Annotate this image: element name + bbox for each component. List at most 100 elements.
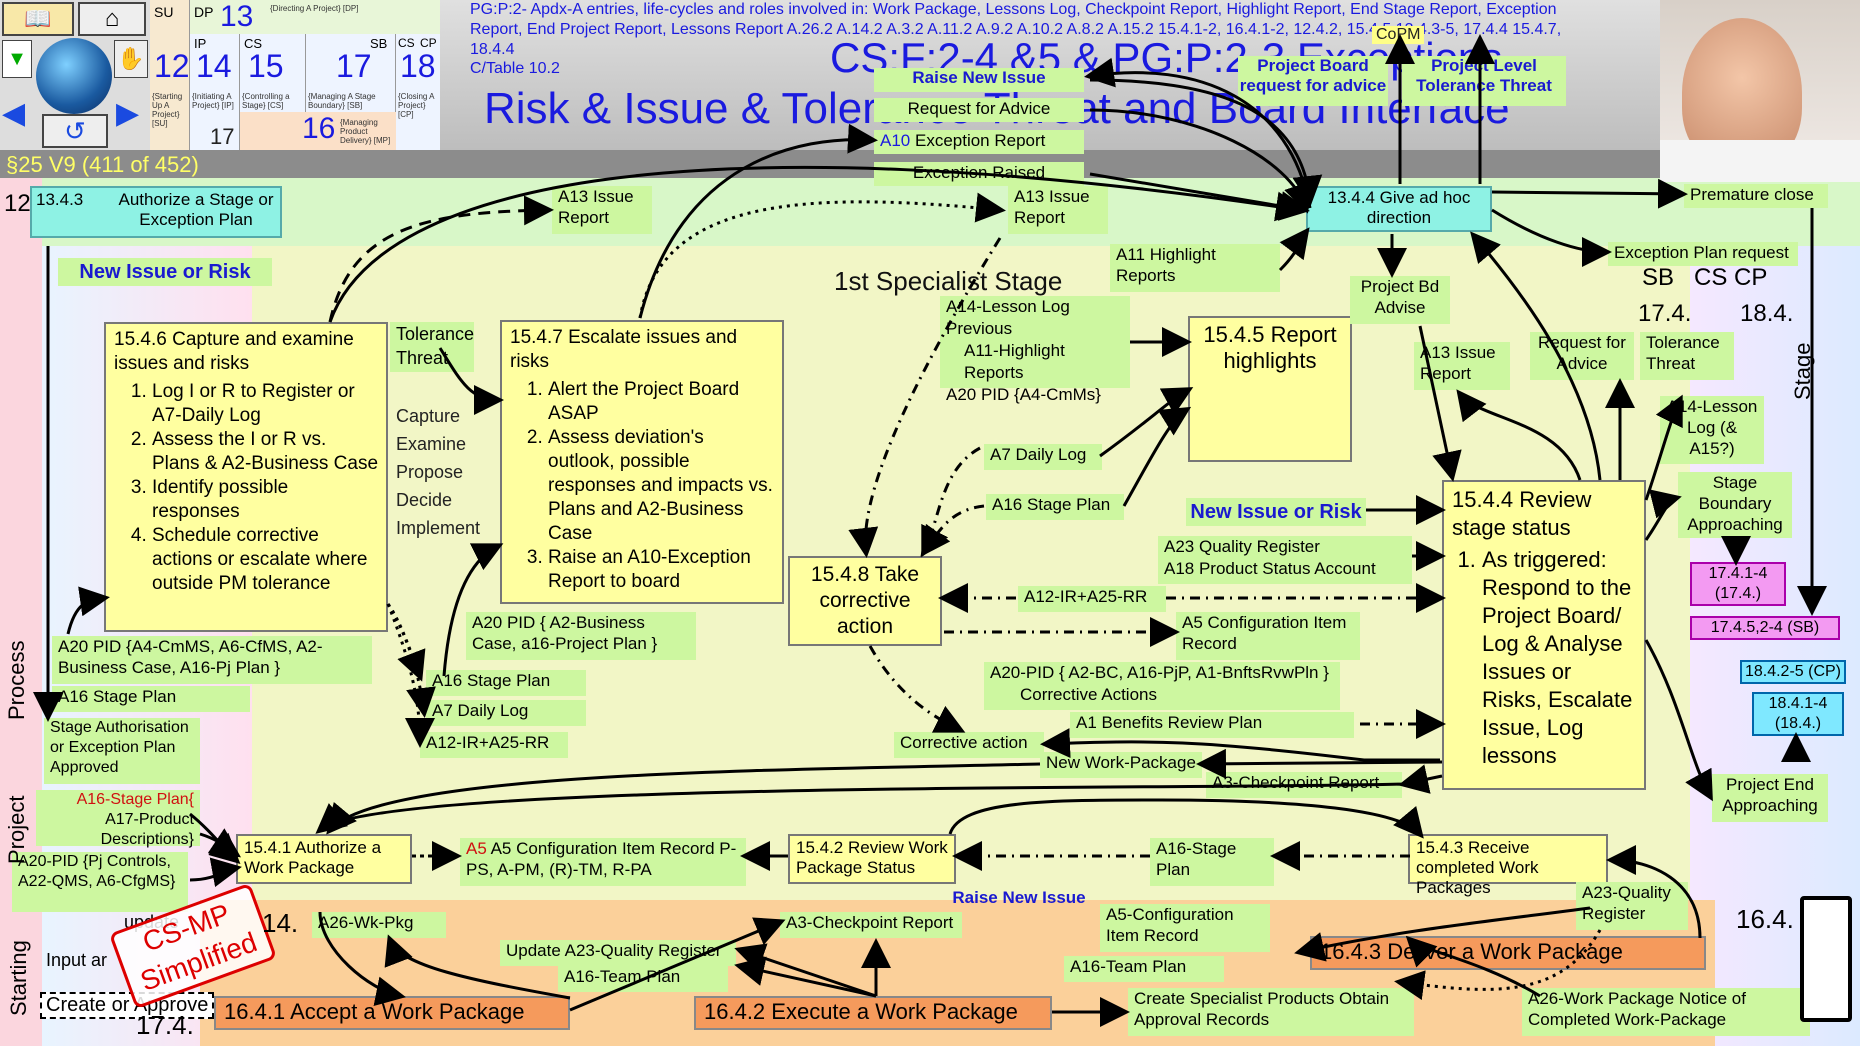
home-icon[interactable]: ⌂ (78, 2, 146, 36)
a11-highlight-text: A11-Highlight Reports (964, 341, 1065, 382)
nav-sb-label: SB (370, 36, 388, 51)
box-1344-give-direction[interactable]: 13.4.4 Give ad hoc direction (1306, 186, 1492, 232)
a12-ir-rr-mid: A12-IR+A25-RR (1018, 586, 1166, 612)
a5-config-item-record: A5 Configuration Item Record (1176, 612, 1360, 660)
a20-pid-left-mid: A20 PID {A4-CmMS, A6-CfMS, A2-Business C… (52, 636, 372, 684)
num-14: 14. (262, 908, 299, 938)
nav-ip[interactable]: IP 14 {Initiating A Project} [IP] (190, 34, 240, 150)
box-1541-authorize-wp[interactable]: 15.4.1 Authorize a Work Package (236, 834, 412, 884)
input-label: Input ar (46, 950, 108, 970)
nav-cp[interactable]: CS CP 18 {Closing A Project} [CP] (396, 34, 440, 150)
corrective-actions-text: Corrective Actions (1020, 685, 1157, 704)
return-icon[interactable]: ↺ (42, 114, 108, 148)
cepdi-decide: Decide (396, 490, 453, 510)
stage-authorisation: Stage Authorisation or Exception Plan Ap… (44, 718, 200, 784)
left-pink-column (0, 178, 42, 1046)
back-arrow-icon[interactable]: ◀ (2, 97, 26, 130)
nav-su-label: SU (154, 4, 174, 20)
exception-raised: Exception Raised (874, 162, 1084, 186)
vertical-stage: Stage (1790, 342, 1815, 401)
globe-icon[interactable] (36, 38, 112, 114)
raise-new-issue-bottom: Raise New Issue (952, 888, 1086, 907)
a10-code: A10 (880, 131, 911, 150)
box-1547-title: 15.4.7 Escalate issues and risks (510, 327, 738, 372)
tolerance-threat-right: Tolerance Threat (1640, 332, 1734, 380)
nav-su-number: 12 (154, 48, 190, 84)
table-ref: C/Table 10.2 (470, 60, 560, 77)
num-184: 18.4. (1740, 300, 1794, 327)
a16-stage-plan-bottom: A16-Stage Plan (1150, 838, 1274, 886)
authorize-stage-box[interactable]: 13.4.3 Authorize a Stage or Exception Pl… (30, 186, 282, 238)
nav-mp-number: 16 (302, 112, 336, 145)
a5-cir-bottom: A5 A5 Configuration Item Record P-PS, A-… (460, 838, 746, 886)
a20-pid-cm-text: A20 PID {A4-CmMs} (946, 385, 1101, 404)
a1-benefits-review: A1 Benefits Review Plan (1070, 712, 1354, 738)
gate-icon (1800, 896, 1852, 1022)
box-1546-capture-examine[interactable]: 15.4.6 Capture and examine issues and ri… (104, 322, 388, 632)
nav-cs-label: CS (244, 36, 263, 51)
a13-issue-report-3: A13 Issue Report (1414, 342, 1510, 390)
nav-ip-label: IP (194, 36, 207, 51)
box-1545-report-highlights[interactable]: 15.4.5 Report highlights (1188, 316, 1352, 462)
vertical-starting: Starting (6, 940, 31, 1016)
a7-daily-log: A7 Daily Log (984, 444, 1102, 470)
new-issue-or-risk-left: New Issue or Risk (58, 258, 272, 286)
box-1841[interactable]: 18.4.1-4 (18.4.) (1752, 692, 1844, 736)
stage-boundary-approaching: Stage Boundary Approaching (1678, 472, 1792, 538)
box-1547-escalate[interactable]: 15.4.7 Escalate issues and risks Alert t… (500, 320, 784, 604)
box-1544-review-stage-status[interactable]: 15.4.4 Review stage status As triggered:… (1442, 480, 1646, 790)
box-1546-item-4: Schedule corrective actions or escalate … (152, 524, 378, 596)
row-number-12: 12 (4, 190, 31, 217)
presenter-shirt (1660, 140, 1860, 182)
nav-su[interactable]: SU 12 {Starting Up A Project} [SU] (150, 0, 190, 150)
box-1643-deliver-wp[interactable]: 16.4.3 Deliver a Work Package (1310, 936, 1706, 970)
box-1745[interactable]: 17.4.5,2-4 (SB) (1690, 616, 1840, 640)
nav-cp-text: {Closing A Project} [CP] (398, 92, 435, 119)
a16-stage-plan-2: A16 Stage Plan (426, 670, 586, 696)
a3-checkpoint-mid: A3-Checkpoint Report (1206, 772, 1402, 798)
a26-wk-pkg: A26-Wk-Pkg (312, 912, 446, 938)
authorize-text: Authorize a Stage or Exception Plan (118, 190, 274, 229)
box-1543-receive-wps[interactable]: 15.4.3 Receive completed Work Packages (1408, 834, 1608, 897)
nav-dp-label: DP (194, 4, 214, 20)
cepdi-list: Capture Examine Propose Decide Implement (396, 402, 480, 542)
a23-quality-bottom: A23-Quality Register (1576, 882, 1688, 930)
box-1546-item-1: Log I or R to Register or A7-Daily Log (152, 380, 378, 428)
create-approve-label: Create or Approve (40, 992, 215, 1019)
a11-highlight-reports: A11 Highlight Reports (1110, 244, 1280, 292)
presenter-video (1660, 0, 1860, 182)
nav-mp[interactable]: 16 {Managing Product Delivery} [MP] (240, 112, 396, 150)
tolerance-threat-mid: Tolerance Threat (390, 322, 474, 372)
premature-close: Premature close (1684, 184, 1828, 208)
new-work-package-label: New Work-Package (1040, 752, 1202, 778)
box-1542-review-wp-status[interactable]: 15.4.2 Review Work Package Status (788, 834, 956, 884)
book-icon[interactable]: 📖 (2, 2, 74, 36)
box-1642-execute-wp[interactable]: 16.4.2 Execute a Work Package (694, 996, 1052, 1030)
process-nav-strip: SU 12 {Starting Up A Project} [SU] DP 13… (150, 0, 440, 150)
a16-stage-plan-mid: A16 Stage Plan (986, 494, 1124, 520)
box-1544-title: 15.4.4 Review stage status (1452, 487, 1592, 540)
forward-arrow-icon[interactable]: ▶ (116, 97, 140, 130)
box-1741[interactable]: 17.4.1-4 (17.4.) (1690, 562, 1786, 606)
hand-icon[interactable]: ✋ (114, 40, 148, 78)
a5-code: A5 (466, 839, 487, 858)
logo-icon: ▼ (2, 40, 32, 78)
box-1546-title: 15.4.6 Capture and examine issues and ri… (114, 329, 354, 374)
box-1641-accept-wp[interactable]: 16.4.1 Accept a Work Package (214, 996, 570, 1030)
nav-ip-number: 14 (196, 48, 232, 84)
nav-cp-number: 18 (400, 48, 436, 84)
box-1548-corrective-action[interactable]: 15.4.8 Take corrective action (788, 556, 942, 646)
exception-report-label: Exception Report (914, 131, 1046, 150)
a5-cir-bottom-2: A5-Configuration Item Record (1100, 904, 1270, 952)
a23-a18-registers: A23 Quality Register A18 Product Status … (1158, 536, 1412, 584)
nav-cs2-label: CS (398, 36, 415, 50)
nav-dp[interactable]: DP 13 {Directing A Project} [DP] (190, 0, 440, 34)
a20-pid-plans: A20 PID { A2-Business Case, a16-Project … (466, 612, 696, 660)
nav-panel: 📖 ⌂ ▼ ✋ ◀ ↺ ▶ (0, 0, 150, 150)
project-end-approaching: Project End Approaching (1712, 774, 1828, 822)
a14-lesson-log-right: A14-Lesson Log (& A15?) (1660, 396, 1764, 464)
num-174: 17.4. (1638, 300, 1692, 327)
box-1547-item-2: Assess deviation's outlook, possible res… (548, 426, 774, 546)
raise-new-issue-top: Raise New Issue (874, 68, 1084, 92)
box-1842[interactable]: 18.4.2-5 (CP) (1740, 660, 1846, 684)
